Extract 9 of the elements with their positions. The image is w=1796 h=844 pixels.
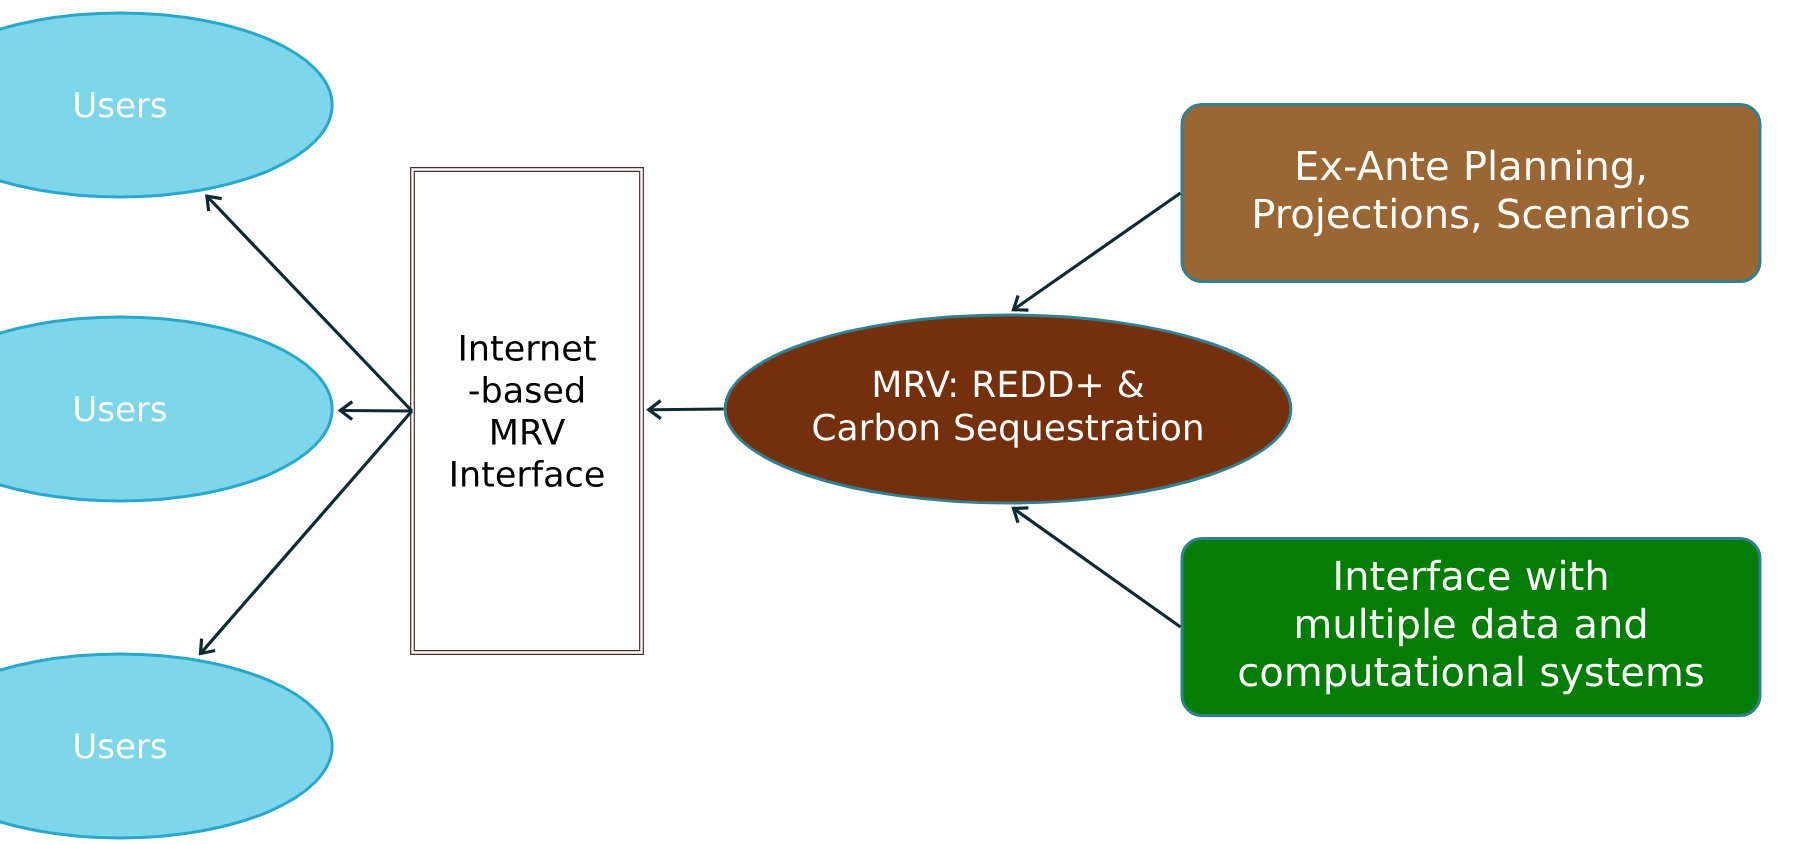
- arrow: [646, 399, 724, 420]
- arrow: [1011, 191, 1182, 312]
- arrow: [1011, 506, 1182, 629]
- arrow: [205, 194, 414, 413]
- arrow: [337, 400, 412, 421]
- arrow: [198, 409, 414, 656]
- systems-box: Interface with multiple data and computational systems: [1180, 537, 1762, 717]
- planning-box: Ex-Ante Planning, Projections, Scenarios: [1180, 103, 1762, 283]
- interface-box: Internet -based MRV Interface: [410, 167, 644, 655]
